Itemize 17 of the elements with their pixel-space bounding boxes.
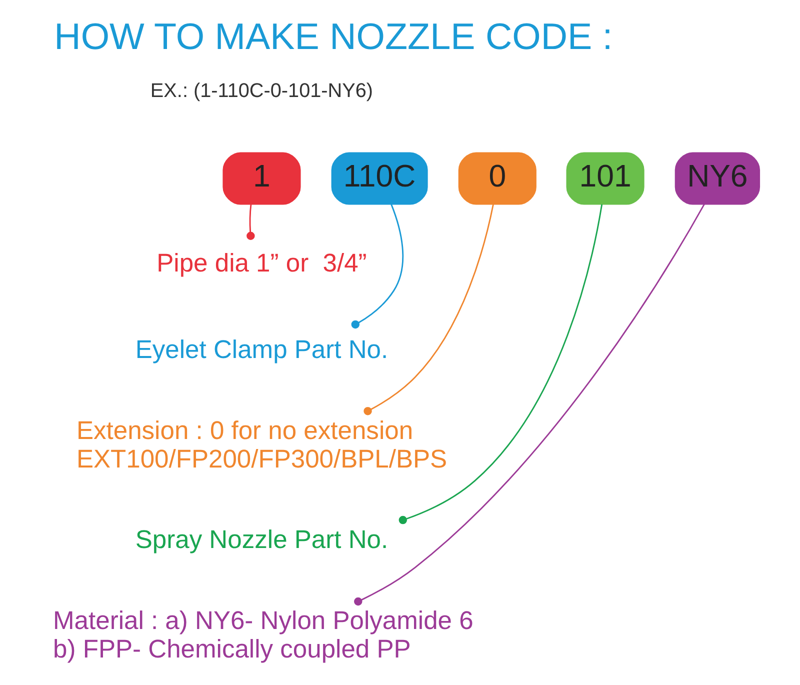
diagram-title: HOW TO MAKE NOZZLE CODE :	[54, 16, 612, 58]
node-text: Spray Nozzle Part No.	[134, 526, 388, 554]
node-box: 101	[566, 152, 644, 205]
node-text: Material : a) NY6- Nylon Polyamide 6 b) FPP- Chemically coupled PP	[52, 607, 473, 664]
node-text: Eyelet Clamp Part No.	[134, 336, 388, 364]
node-text: Pipe dia 1” or 3/4”	[156, 249, 366, 278]
connector	[363, 204, 494, 416]
node-box: 1	[222, 152, 300, 205]
label: EX.: (1-110C-0-101-NY6)	[150, 80, 373, 102]
connector	[354, 204, 704, 606]
node-box: 110C	[330, 152, 428, 205]
connector	[246, 204, 254, 240]
node-box: 0	[458, 152, 536, 205]
node-text: Extension : 0 for no extension EXT100/FP200/FP300/BPL/BPS	[76, 416, 447, 474]
connector	[398, 204, 602, 524]
node-box: NY6	[674, 152, 760, 205]
connector	[350, 204, 404, 329]
